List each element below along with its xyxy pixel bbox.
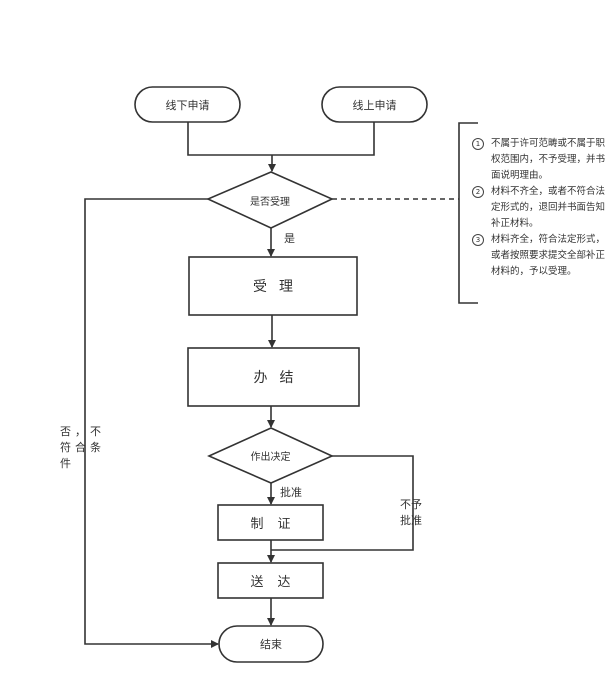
edge-no [84,198,219,648]
edge-label-no-line1: 否，不 [60,425,105,438]
label-handle: 办结 [253,370,306,386]
notes-bracket [458,122,478,304]
label-online-apply: 线上申请 [352,98,397,112]
note-text: 材料齐全，符合法定形式，或者按照要求提交全部补正材料的，予以受理。 [491,234,606,277]
note-item: 3 材料齐全，符合法定形式，或者按照要求提交全部补正材料的，予以受理。 [470,232,607,280]
edge-label-no: 否，不 符合条 件 [60,424,106,472]
process-accept [188,256,358,316]
terminal-end [218,625,324,663]
note-text: 不属于许可范畴或不属于职权范围内，不予受理，并书面说明理由。 [491,138,606,181]
note-item: 1 不属于许可范畴或不属于职权范围内，不予受理，并书面说明理由。 [470,136,607,184]
note-item: 2 材料不齐全，或者不符合法定形式的，退回并书面告知补正材料。 [470,184,607,232]
edge-label-no-line3: 件 [60,457,75,470]
edge-offline-to-merge [187,122,272,156]
edge-label-reject: 不予 批准 [400,497,422,529]
label-certify: 制证 [250,517,305,532]
edge-label-no-line2: 符合条 [60,441,105,454]
label-offline-apply: 线下申请 [165,98,210,112]
circled-number-icon: 3 [472,234,484,246]
edge-reject [271,455,414,551]
edge-label-approve: 批准 [280,486,302,499]
label-accept: 受理 [253,279,305,295]
label-deliver: 送达 [250,575,305,590]
edge-online-to-merge [272,122,375,156]
label-make-decision: 作出决定 [250,452,291,463]
circled-number-icon: 1 [472,138,484,150]
notes-panel: 1 不属于许可范畴或不属于职权范围内，不予受理，并书面说明理由。 2 材料不齐全… [470,136,607,280]
label-accept-decision: 是否受理 [250,196,290,208]
process-handle [187,347,360,407]
note-text: 材料不齐全，或者不符合法定形式的，退回并书面告知补正材料。 [491,186,606,229]
circled-number-icon: 2 [472,186,484,198]
edge-label-yes: 是 [284,232,295,245]
edge-label-reject-line1: 不予 [400,498,422,511]
label-end: 结束 [260,638,282,651]
edge-label-reject-line2: 批准 [400,514,422,527]
